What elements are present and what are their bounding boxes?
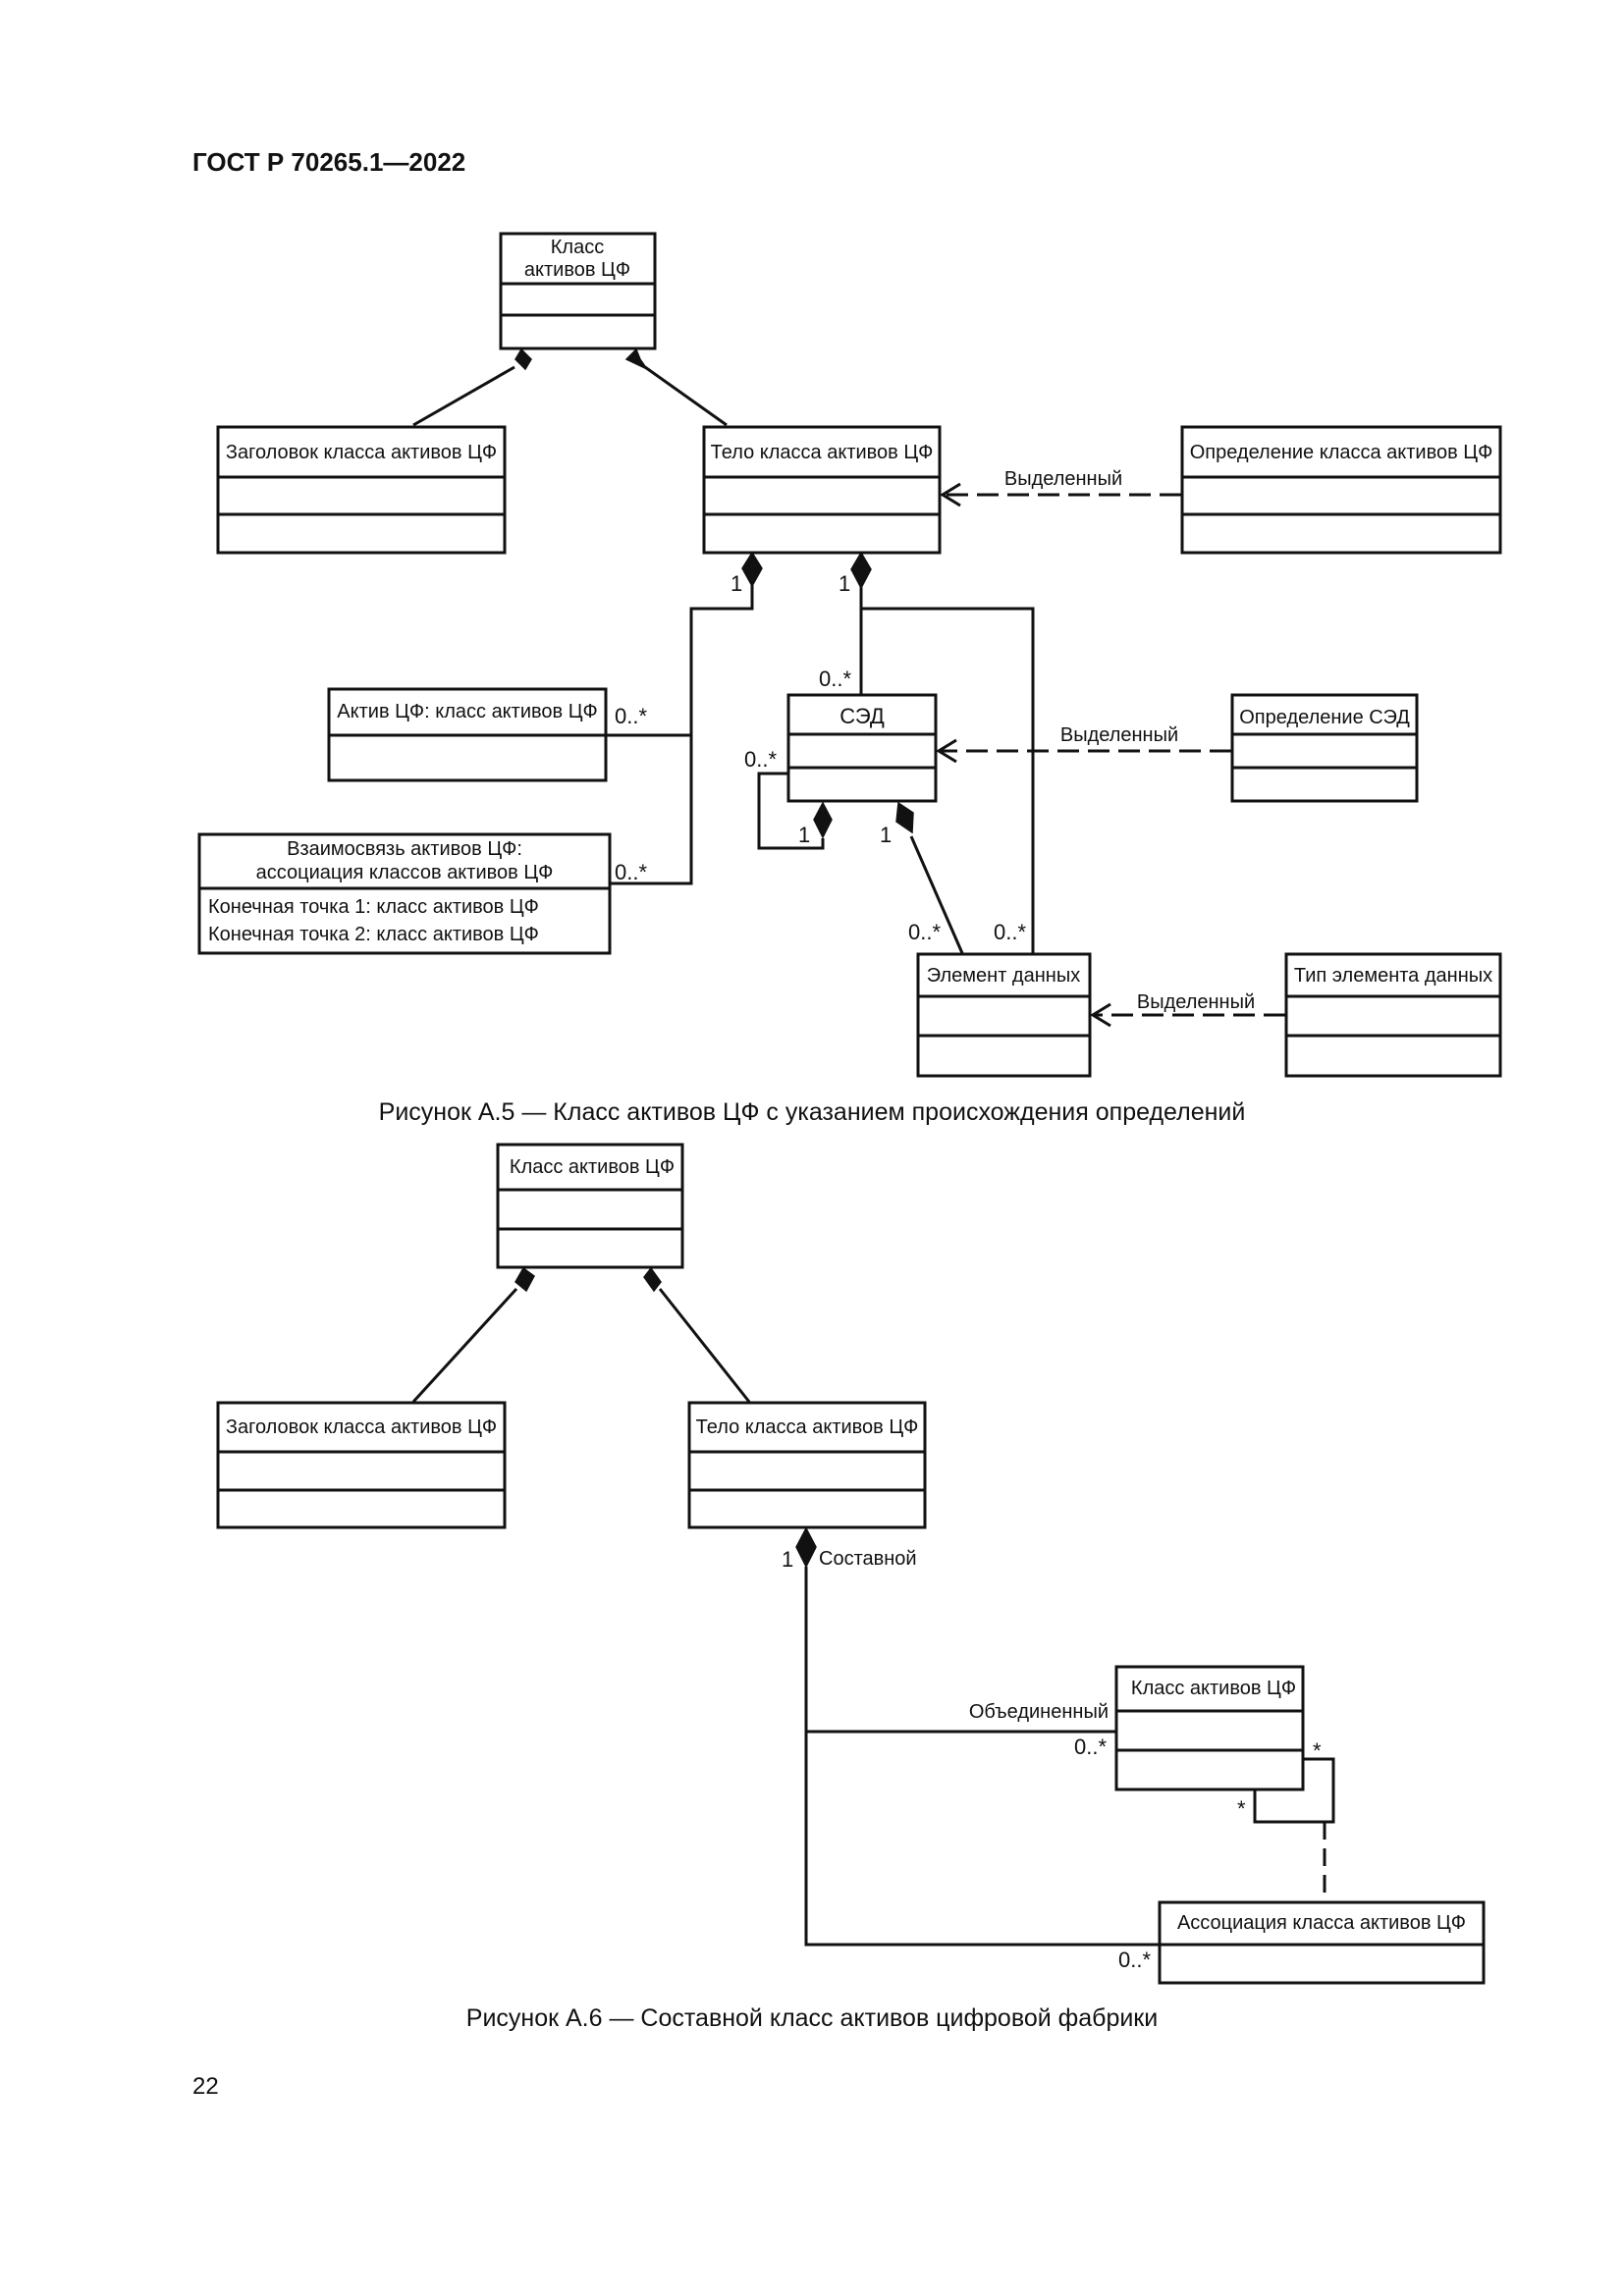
a5-root-name-line1: Класс [551, 237, 604, 258]
a6-diamond-root-right [643, 1266, 662, 1293]
a5-relation-attr1: Конечная точка 1: класс активов ЦФ [208, 896, 539, 918]
a5-mult-sed-top: 0..* [819, 667, 851, 691]
a6-class-body-box [687, 1401, 927, 1529]
a6-diamond-body [795, 1526, 817, 1569]
a5-composition-body-sed [859, 587, 1035, 953]
a6-label-composite: Составной [819, 1548, 917, 1570]
a6-composition-root-body [658, 1288, 751, 1403]
a5-class-sed-box [786, 693, 938, 803]
a6-root-name: Класс активов ЦФ [510, 1156, 675, 1178]
a5-mult-one-right: 1 [839, 571, 850, 596]
a6-star-right: * [1313, 1738, 1322, 1763]
a6-mult-assoc: 0..* [1118, 1948, 1151, 1972]
a5-data-element-name: Элемент данных [927, 965, 1080, 987]
a5-sed-definition-name: Определение СЭД [1239, 707, 1410, 728]
a5-dependency-type-data-element [1090, 1002, 1285, 1028]
a6-diamond-root-left [514, 1266, 535, 1293]
a6-class-root-box [496, 1143, 684, 1269]
a5-mult-sed-one: 1 [880, 823, 892, 847]
a5-diamond-body-right [850, 551, 872, 590]
a5-dependency-sedef-sed [936, 738, 1231, 764]
a5-class-header-box [216, 425, 507, 555]
a5-class-data-element-type-box [1284, 952, 1502, 1078]
a6-star-bottom: * [1237, 1796, 1246, 1821]
a6-composition-body-united-association [804, 1567, 1160, 1947]
a5-diamond-root-right [624, 347, 650, 371]
a5-composition-root-body [644, 365, 728, 427]
a5-mult-sed-self: 0..* [744, 747, 777, 772]
a5-class-definition-box [1180, 425, 1502, 555]
a6-class-header-box [216, 1401, 507, 1529]
a5-diamond-sed-self [813, 801, 833, 839]
a5-body-name: Тело класса активов ЦФ [711, 442, 934, 463]
a6-composition-root-header [411, 1287, 518, 1404]
a5-root-name-line2: активов ЦФ [524, 259, 630, 281]
a6-header-name: Заголовок класса активов ЦФ [226, 1416, 497, 1438]
a5-asset-name: Актив ЦФ: класс активов ЦФ [337, 701, 597, 722]
document-header: ГОСТ Р 70265.1—2022 [192, 147, 466, 177]
a5-diamond-sed-right [895, 801, 914, 834]
a5-mult-relation: 0..* [615, 860, 647, 884]
a5-relation-attr2: Конечная точка 2: класс активов ЦФ [208, 924, 539, 945]
a5-mult-de-left: 0..* [908, 920, 941, 944]
a5-label-derived-3: Выделенный [1137, 991, 1255, 1013]
a5-label-derived-1: Выделенный [1004, 468, 1122, 490]
a5-mult-de-right: 0..* [994, 920, 1026, 944]
a5-label-derived-2: Выделенный [1060, 724, 1178, 746]
a5-relation-name-line2: ассоциация классов активов ЦФ [256, 862, 554, 883]
a5-header-name: Заголовок класса активов ЦФ [226, 442, 497, 463]
a6-mult-united: 0..* [1074, 1735, 1107, 1759]
a6-united-name: Класс активов ЦФ [1131, 1678, 1296, 1699]
a5-class-data-element-box [916, 952, 1092, 1078]
figure-a6-caption: Рисунок А.6 — Составной класс активов ци… [465, 2004, 1159, 2032]
a5-relation-name-line1: Взаимосвязь активов ЦФ: [287, 838, 522, 860]
a5-sed-name: СЭД [839, 704, 885, 728]
a6-body-name: Тело класса активов ЦФ [696, 1416, 919, 1438]
a5-dependency-definition-body [940, 482, 1181, 507]
a5-diamond-body-left [741, 551, 763, 588]
a6-class-united-box [1114, 1665, 1305, 1791]
a5-sed-self-composition [757, 772, 825, 850]
a5-composition-sed-data-element [909, 835, 964, 954]
a6-association-name: Ассоциация класса активов ЦФ [1177, 1912, 1466, 1934]
a5-definition-name: Определение класса активов ЦФ [1190, 442, 1493, 463]
a5-composition-root-header [412, 365, 515, 427]
figure-a5-caption: Рисунок А.5 — Класс активов ЦФ с указани… [378, 1098, 1246, 1126]
a5-diamond-root-left [514, 347, 532, 371]
a6-united-self-association [1253, 1757, 1335, 1824]
a5-mult-one-left: 1 [731, 571, 742, 596]
a5-class-sed-definition-box [1230, 693, 1419, 803]
a5-class-body-box [702, 425, 942, 555]
a6-label-united-role: Объединенный [969, 1701, 1109, 1723]
page-number: 22 [192, 2073, 219, 2100]
a5-class-relation-box [197, 832, 612, 955]
a5-mult-asset: 0..* [615, 704, 647, 728]
a6-mult-one: 1 [782, 1547, 793, 1572]
a5-mult-sed-self-one: 1 [798, 823, 810, 847]
a5-composition-body-asset-relation [606, 585, 754, 885]
a6-class-association-box [1158, 1900, 1486, 1985]
a5-class-root-box [499, 232, 657, 350]
a5-data-element-type-name: Тип элемента данных [1294, 965, 1492, 987]
a5-class-asset-box [327, 687, 608, 782]
